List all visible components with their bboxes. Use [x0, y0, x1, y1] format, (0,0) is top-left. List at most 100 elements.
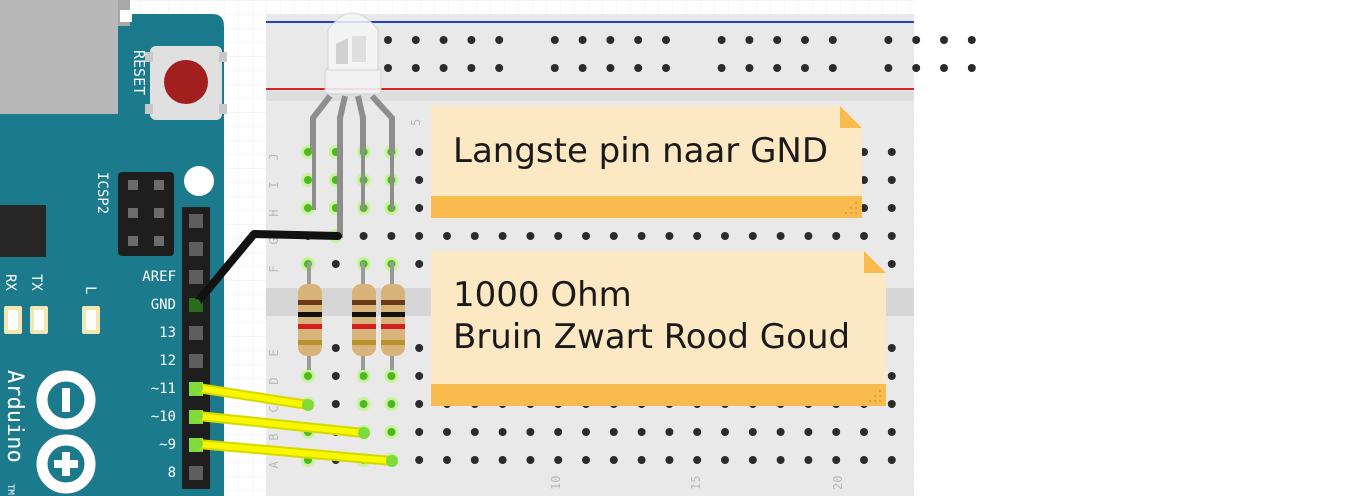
breadboard-hole — [887, 204, 896, 212]
breadboard-hole — [804, 428, 813, 436]
row-letter: I — [267, 181, 281, 188]
breadboard-hole — [439, 64, 448, 72]
breadboard-hole — [887, 176, 896, 184]
breadboard-hole — [940, 36, 948, 44]
resistor-3 — [381, 262, 405, 370]
brand-label: Arduino — [2, 370, 27, 463]
led-label-tx: TX — [28, 274, 44, 291]
breadboard-hole — [606, 64, 615, 72]
breadboard-hole — [526, 428, 535, 436]
breadboard-hole — [860, 232, 868, 240]
breadboard-hole — [609, 428, 618, 436]
row-letter: C — [267, 405, 281, 412]
arduino-board: RESET ICSP2 RX TX L — [0, 0, 227, 496]
pin-label-9: ~9 — [159, 437, 176, 453]
icsp-label: ICSP2 — [94, 172, 110, 214]
breadboard-hole — [387, 372, 396, 380]
pin-label-gnd: GND — [151, 297, 176, 313]
breadboard-hole — [331, 344, 340, 352]
breadboard-hole — [637, 428, 646, 436]
breadboard-hole — [662, 36, 670, 44]
pin-label-10: ~10 — [151, 409, 176, 425]
pin-label-12: 12 — [159, 353, 176, 369]
note-resistor: 1000 Ohm Bruin Zwart Rood Goud — [431, 251, 886, 406]
resistor-1 — [298, 262, 322, 370]
pin-label-11: ~11 — [151, 381, 176, 397]
breadboard-hole — [415, 456, 424, 464]
breadboard-hole — [609, 232, 618, 240]
breadboard-hole — [887, 428, 896, 436]
breadboard-hole — [387, 400, 396, 408]
breadboard-hole — [887, 148, 896, 156]
breadboard-hole — [498, 428, 507, 436]
breadboard-hole — [804, 232, 813, 240]
breadboard-hole — [304, 372, 312, 380]
row-letter: B — [267, 433, 281, 440]
reset-label: RESET — [130, 50, 148, 95]
wire-pin-11 — [193, 383, 314, 411]
breadboard-hole — [860, 456, 868, 464]
breadboard-hole — [582, 456, 590, 464]
breadboard-hole — [940, 64, 948, 72]
breadboard-hole — [470, 456, 479, 464]
breadboard-hole — [634, 36, 643, 44]
breadboard-hole — [439, 36, 448, 44]
led-label-l: L — [82, 286, 98, 294]
breadboard-hole — [550, 36, 559, 44]
breadboard-hole — [828, 64, 837, 72]
breadboard-hole — [748, 456, 757, 464]
breadboard-hole — [832, 456, 841, 464]
row-letter: H — [267, 209, 281, 216]
breadboard-hole — [717, 64, 726, 72]
breadboard-hole — [331, 400, 340, 408]
column-number: 20 — [831, 476, 845, 490]
breadboard-hole — [498, 456, 507, 464]
breadboard-hole — [693, 428, 702, 436]
breadboard-hole — [884, 64, 893, 72]
row-letter: F — [267, 265, 281, 272]
breadboard-hole — [467, 64, 476, 72]
breadboard-hole — [887, 372, 896, 380]
pin-label-aref: AREF — [142, 269, 176, 285]
breadboard-hole — [443, 232, 451, 240]
breadboard-hole — [443, 456, 451, 464]
wire-gnd — [191, 230, 342, 309]
breadboard-hole — [887, 456, 896, 464]
breadboard-hole — [832, 232, 841, 240]
breadboard-hole — [304, 204, 312, 212]
breadboard-hole — [721, 428, 729, 436]
breadboard-hole — [415, 372, 424, 380]
breadboard-hole — [554, 232, 563, 240]
brand-trademark: TM — [5, 484, 15, 495]
breadboard-hole — [748, 232, 757, 240]
note-led-text: Langste pin naar GND — [453, 131, 828, 171]
breadboard-hole — [887, 400, 896, 408]
breadboard-hole — [887, 260, 896, 268]
breadboard-hole — [415, 148, 424, 156]
breadboard-hole — [606, 36, 615, 44]
reset-button — [145, 46, 227, 120]
breadboard-hole — [967, 36, 976, 44]
usb-connector — [0, 0, 118, 114]
breadboard-hole — [387, 232, 396, 240]
breadboard-hole — [470, 428, 479, 436]
breadboard-hole — [554, 428, 563, 436]
breadboard-hole — [470, 232, 479, 240]
row-letter: E — [267, 349, 281, 356]
led-rx — [4, 306, 22, 334]
row-letter: G — [267, 237, 281, 244]
breadboard-hole — [912, 36, 921, 44]
breadboard-hole — [887, 232, 896, 240]
breadboard-hole — [554, 456, 563, 464]
column-number: 10 — [549, 476, 563, 490]
breadboard-hole — [860, 428, 868, 436]
breadboard-hole — [415, 400, 424, 408]
breadboard-hole — [745, 64, 754, 72]
breadboard-hole — [526, 232, 535, 240]
breadboard-hole — [828, 36, 837, 44]
breadboard-hole — [331, 372, 340, 380]
breadboard-hole — [721, 456, 729, 464]
breadboard-hole — [467, 36, 476, 44]
